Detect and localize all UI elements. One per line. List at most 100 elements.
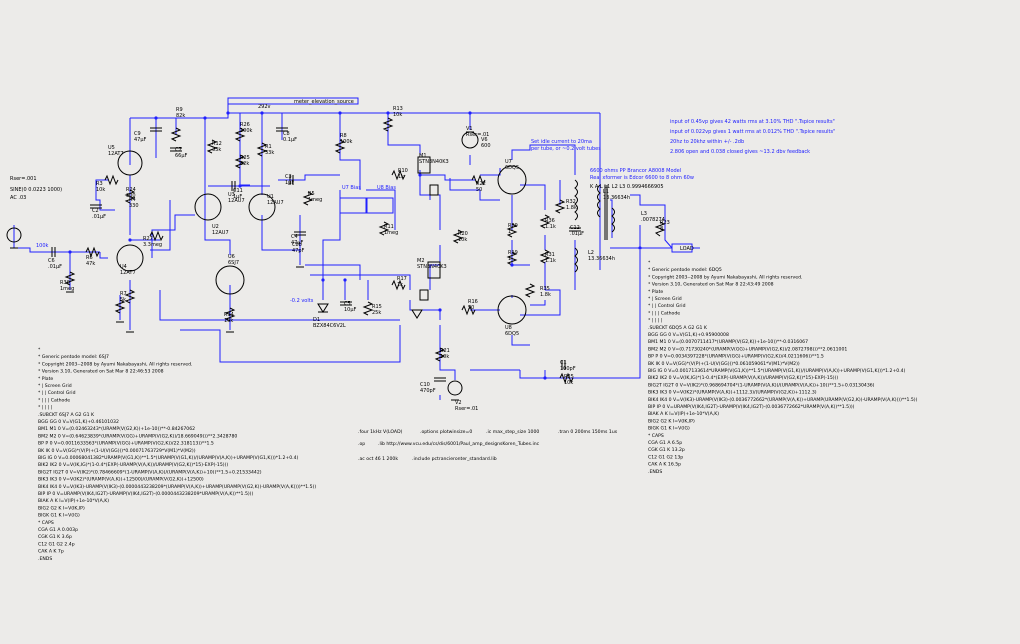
component-value-u8[interactable]: 6DQ5 (505, 331, 519, 337)
component-id-r11[interactable]: R11 (384, 224, 394, 230)
component-value-r26[interactable]: 100k (240, 128, 253, 134)
component-id-c10[interactable]: C10 (420, 382, 430, 388)
component-value-v2[interactable]: Rser=.01 (455, 406, 478, 412)
component-value-r25[interactable]: 10k (564, 380, 573, 386)
component-value-c5[interactable]: 10µF (344, 307, 357, 313)
component-value-r21[interactable]: 10k (440, 354, 449, 360)
component-id-c8b[interactable]: C8b (292, 242, 302, 248)
component-value-r17[interactable]: 1k (397, 282, 403, 288)
component-id-u7[interactable]: U7 (505, 159, 512, 165)
component-value-r12[interactable]: 33k (212, 147, 221, 153)
component-id-u3[interactable]: U3 (228, 192, 235, 198)
component-id-r22[interactable]: R22 (476, 181, 486, 187)
component-value-r31[interactable]: 1.1k (545, 258, 556, 264)
component-id-r13[interactable]: R13 (393, 106, 403, 112)
component-id-r36[interactable]: R36 (545, 218, 555, 224)
component-value-c3[interactable]: 1µF (285, 180, 294, 186)
component-value-c8[interactable]: 0.1µF (283, 137, 297, 143)
component-id-v1[interactable]: V1 (466, 126, 473, 132)
component-id-c12[interactable]: C12 (570, 225, 580, 231)
component-value-r32[interactable]: 1.8k (566, 205, 577, 211)
component-value-c2[interactable]: .01µF (92, 214, 106, 220)
output-load-label[interactable]: LOAD (680, 246, 694, 252)
component-id-c7[interactable]: C7 (175, 147, 182, 153)
component-id-r25[interactable]: R25 (564, 374, 574, 380)
component-value-r9[interactable]: 82k (176, 113, 185, 119)
component-value-r10[interactable]: 1k (398, 174, 404, 180)
component-value-r35[interactable]: 1.8k (540, 292, 551, 298)
component-id-r29[interactable]: R29 (508, 223, 518, 229)
component-value-r7[interactable]: 5k (120, 297, 126, 303)
component-value-c10[interactable]: 470pF (420, 388, 436, 394)
component-id-r8[interactable]: R8 (340, 133, 347, 139)
component-id-u6[interactable]: U6 (228, 254, 235, 260)
component-value-c9[interactable]: 47µF (134, 137, 147, 143)
component-value-r20[interactable]: 10k (458, 237, 467, 243)
component-value-r13[interactable]: 10k (393, 112, 402, 118)
component-value-r24[interactable]: 300 (126, 193, 136, 199)
component-value-r1[interactable]: 33k (265, 150, 274, 156)
component-id-l3[interactable]: L3 (641, 211, 647, 217)
component-id-r3[interactable]: R3 (96, 181, 103, 187)
component-id-r25[interactable]: R25 (240, 155, 250, 161)
component-value-l3[interactable]: .0078274 (641, 217, 665, 223)
component-value-r15[interactable]: 25k (372, 310, 381, 316)
component-value-r22[interactable]: 50 (476, 187, 482, 193)
component-value-l1[interactable]: 13.36634h (603, 195, 630, 201)
component-id-r14[interactable]: R14 (224, 312, 234, 318)
component-value-c6[interactable]: .01µF (48, 264, 62, 270)
component-value-u3[interactable]: 12AU7 (228, 198, 245, 204)
component-id-r26[interactable]: R26 (240, 122, 250, 128)
component-id-r32[interactable]: R32 (566, 199, 576, 205)
component-id-v2[interactable]: V2 (455, 400, 462, 406)
component-id-c8[interactable]: C8 (283, 131, 290, 137)
component-value-u7[interactable]: 6DQ5 (505, 165, 519, 171)
component-id-r10[interactable]: R10 (398, 168, 408, 174)
component-id-c9[interactable]: C9 (134, 131, 141, 137)
component-id-l1[interactable]: L1 (603, 189, 609, 195)
component-id-r1[interactable]: R1 (265, 144, 272, 150)
component-id-r27[interactable]: R27 (143, 236, 153, 242)
component-id-u1[interactable]: U1 (267, 194, 274, 200)
component-value-r3[interactable]: 10k (96, 187, 105, 193)
component-id-m1[interactable]: M1 (419, 153, 427, 159)
component-id-u5[interactable]: U5 (108, 145, 115, 151)
component-value-m2[interactable]: STN3N40K3 (417, 264, 447, 270)
component-id-c6[interactable]: C6 (48, 258, 55, 264)
component-id-v6[interactable]: V6 (481, 137, 488, 143)
component-value-r27[interactable]: 3.3meg (143, 242, 162, 248)
component-value-c4[interactable]: 47µF (291, 240, 304, 246)
component-value-r29[interactable]: 1 (508, 229, 511, 235)
component-value-r25[interactable]: 82k (240, 161, 249, 167)
component-value-c8b[interactable]: 47pF (292, 248, 305, 254)
component-id-c5[interactable]: C5 (344, 301, 351, 307)
component-id-r7[interactable]: R7 (120, 291, 127, 297)
component-id-c4[interactable]: C4 (291, 234, 298, 240)
component-id-r23[interactable]: R23 (660, 220, 670, 226)
component-id-c11[interactable]: C11 (233, 188, 243, 194)
component-value-u6[interactable]: 6SJ7 (228, 260, 239, 266)
component-id-u4[interactable]: U4 (120, 264, 127, 270)
component-value-u1[interactable]: 12AU7 (267, 200, 284, 206)
component-value-r8[interactable]: 100k (340, 139, 353, 145)
component-id-r19[interactable]: R19 (508, 250, 518, 256)
component-value-c1[interactable]: 100pF (560, 366, 576, 372)
component-id-u2[interactable]: U2 (212, 224, 219, 230)
component-id-r21[interactable]: R21 (440, 348, 450, 354)
component-id-c1[interactable]: C1 (560, 360, 567, 366)
component-value-u5[interactable]: 12AT7 (108, 151, 124, 157)
component-value-r14[interactable]: 10k (224, 318, 233, 324)
component-value-r23[interactable]: 8 (660, 226, 663, 232)
component-id-r31[interactable]: R31 (545, 252, 555, 258)
component-id-r35[interactable]: R35 (540, 286, 550, 292)
component-id-r6[interactable]: R6 (86, 255, 93, 261)
component-id-r20[interactable]: R20 (458, 231, 468, 237)
component-id-c2[interactable]: C2 (92, 208, 99, 214)
component-id-r16[interactable]: R16 (468, 299, 478, 305)
component-id-l2[interactable]: L2 (588, 250, 594, 256)
component-value-r16[interactable]: 50 (468, 305, 474, 311)
component-value-r4[interactable]: 330 (129, 203, 139, 209)
component-id-c3[interactable]: C3 (285, 174, 292, 180)
component-id-d1[interactable]: D1 (313, 317, 320, 323)
